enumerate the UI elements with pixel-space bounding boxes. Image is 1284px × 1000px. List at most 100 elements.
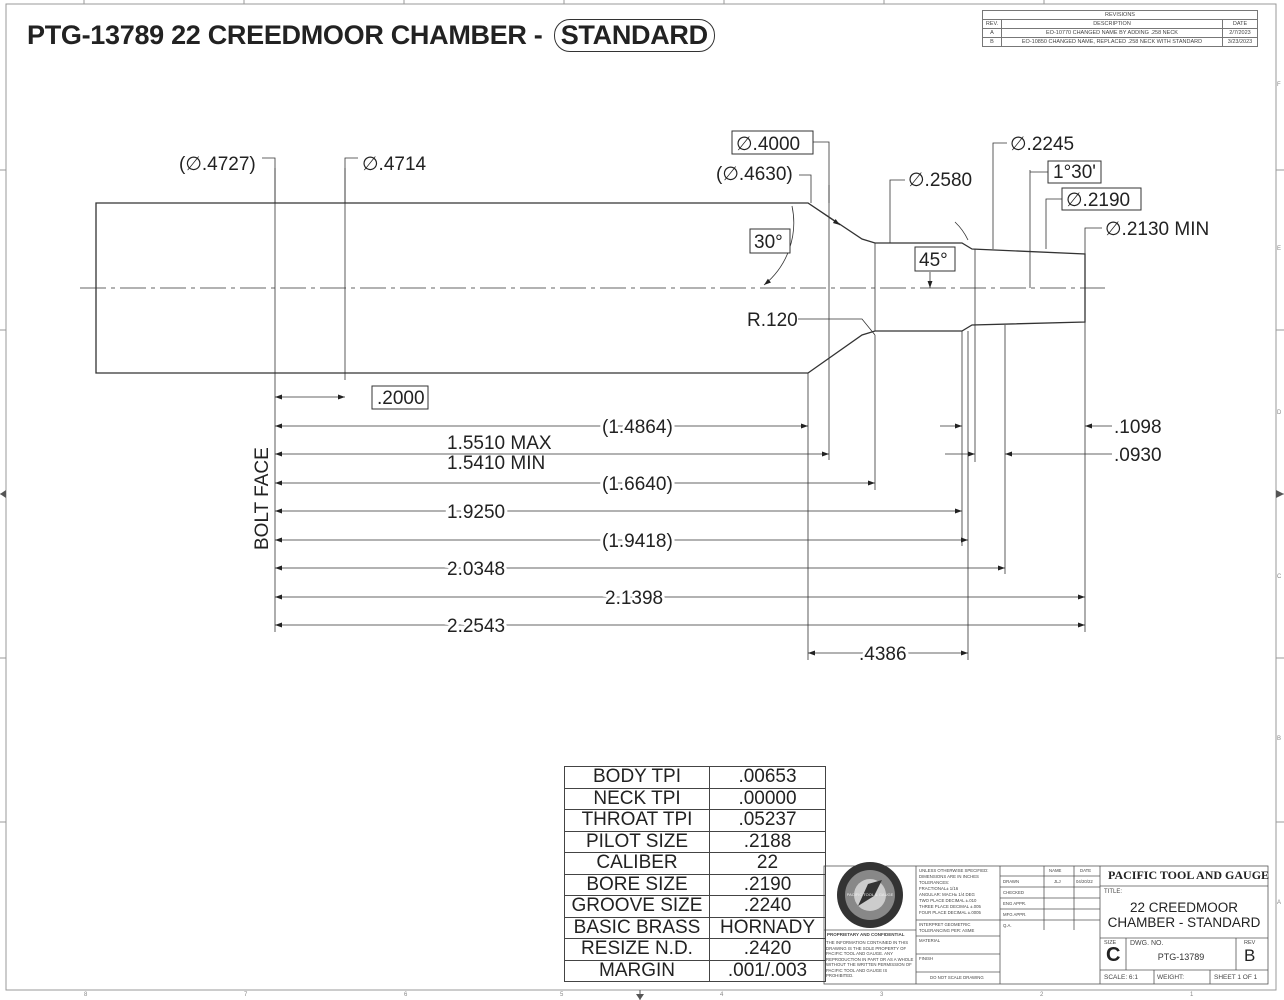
tolerance-line: FRACTIONAL± 1/16 xyxy=(919,886,959,891)
interpret-note: INTERPRET GEOMETRIC TOLERANCING PER: ASM… xyxy=(919,922,999,934)
tolerance-line: TWO PLACE DECIMAL ±.010 xyxy=(919,898,977,903)
tolerance-line: THREE PLACE DECIMAL ±.005 xyxy=(919,904,981,909)
border-col-label: 1 xyxy=(1190,992,1194,998)
spec-value: .00653 xyxy=(709,766,826,789)
interpret-text: INTERPRET GEOMETRIC TOLERANCING PER: ASM… xyxy=(919,922,975,933)
spec-value: .2188 xyxy=(709,830,826,853)
border-row-label: E xyxy=(1277,246,1281,252)
spec-value: .2240 xyxy=(709,895,826,918)
border-col-label: 6 xyxy=(404,992,408,998)
radius-label: R.120 xyxy=(747,310,798,331)
sheet-size: C xyxy=(1106,944,1121,966)
angle-shoulder: 30° xyxy=(754,232,783,253)
dim-len-max: 1.5510 MAX xyxy=(447,433,552,454)
confidential-line: DRAWING IS THE SOLE PROPERTY OF xyxy=(826,945,907,951)
weight-label: WEIGHT: xyxy=(1157,974,1185,981)
dim-dia-2190: ∅.2190 xyxy=(1066,190,1130,211)
border-row-label: A xyxy=(1277,900,1281,906)
spec-value: .001/.003 xyxy=(709,959,826,982)
border-col-label: 4 xyxy=(720,992,724,998)
company-logo xyxy=(837,862,903,928)
spec-row: THROAT TPI.05237 xyxy=(564,809,826,832)
approval-eng: ENG APPR. xyxy=(1003,901,1027,906)
dim-dia-2580: ∅.2580 xyxy=(908,170,972,191)
border-col-label: 7 xyxy=(244,992,248,998)
spec-label: THROAT TPI xyxy=(564,809,710,832)
approval-checked: CHECKED xyxy=(1003,890,1025,895)
sheet-label: SHEET 1 OF 1 xyxy=(1214,974,1258,981)
border-col-label: 2 xyxy=(1040,992,1044,998)
dim-dia-2245: ∅.2245 xyxy=(1010,134,1074,155)
spec-label: CALIBER xyxy=(564,852,710,875)
spec-label: RESIZE N.D. xyxy=(564,938,710,961)
dim-len-1-6640: (1.6640) xyxy=(602,474,673,495)
dim-len-0930: .0930 xyxy=(1114,445,1162,466)
title-line: CHAMBER - STANDARD xyxy=(1107,915,1261,930)
border-row-label: F xyxy=(1277,82,1281,88)
spec-value: .2420 xyxy=(709,938,826,961)
spec-row: MARGIN.001/.003 xyxy=(564,959,826,982)
confidential-line: REPRODUCTION IN PART OR AS A WHOLE xyxy=(826,956,914,962)
spec-value: .05237 xyxy=(709,809,826,832)
bolt-face-label: BOLT FACE xyxy=(252,447,273,550)
spec-row: BODY TPI.00653 xyxy=(564,766,826,789)
dim-len-1098: .1098 xyxy=(1114,417,1162,438)
confidential-notice: THE INFORMATION CONTAINED IN THIS DRAWIN… xyxy=(826,940,913,979)
angle-throat: 45° xyxy=(919,250,948,271)
drawing-title-variant: STANDARD xyxy=(553,19,715,52)
tolerance-notes: UNLESS OTHERWISE SPECIFIED: DIMENSIONS A… xyxy=(919,868,988,916)
revisions-table: REVISIONS REV. DESCRIPTION DATE A EO-107… xyxy=(982,10,1258,47)
dim-len-1-9250: 1.9250 xyxy=(447,502,505,523)
spec-label: BORE SIZE xyxy=(564,873,710,896)
finish-label: FINISH xyxy=(919,956,934,961)
drawn-date: 04/20/22 xyxy=(1076,879,1093,884)
approval-qa: Q.A. xyxy=(1003,923,1012,928)
dwg-no-label: DWG. NO. xyxy=(1130,940,1164,947)
tolerance-line: DIMENSIONS ARE IN INCHES xyxy=(919,874,979,879)
border-col-label: 8 xyxy=(84,992,88,998)
dim-dia-4630: (∅.4630) xyxy=(716,164,793,185)
dim-dia-4727: (∅.4727) xyxy=(179,154,256,175)
dim-dia-4714: ∅.4714 xyxy=(362,154,427,175)
drawing-title-block-title: 22 CREEDMOOR CHAMBER - STANDARD xyxy=(1100,900,1268,930)
tolerance-line: FOUR PLACE DECIMAL ±.0005 xyxy=(919,910,981,915)
date-header: DATE xyxy=(1080,868,1092,873)
revision-row: B EO-10850 CHANGED NAME, REPLACED .258 N… xyxy=(982,37,1258,47)
border-row-label: B xyxy=(1277,736,1281,742)
rev-label: REV xyxy=(1244,940,1256,946)
dim-len-2-2543: 2.2543 xyxy=(447,616,505,637)
dim-len-2-1398: 2.1398 xyxy=(605,588,663,609)
border-col-label: 3 xyxy=(880,992,884,998)
spec-value: .2190 xyxy=(709,873,826,896)
name-header: NAME xyxy=(1049,868,1062,873)
dwg-no: PTG-13789 xyxy=(1157,952,1205,962)
spec-row: GROOVE SIZE.2240 xyxy=(564,895,826,918)
chamber-profile xyxy=(80,202,1105,374)
spec-row: PILOT SIZE.2188 xyxy=(564,830,826,853)
spec-row: BORE SIZE.2190 xyxy=(564,873,826,896)
dim-dia-2130: ∅.2130 MIN xyxy=(1105,219,1209,240)
dim-len-2-0348: 2.0348 xyxy=(447,559,505,580)
dim-len-min: 1.5410 MIN xyxy=(447,453,545,474)
drawing-title: PTG-13789 22 CREEDMOOR CHAMBER - STANDAR… xyxy=(27,19,715,52)
border-row-label: C xyxy=(1277,574,1282,580)
dim-len-1-4864: (1.4864) xyxy=(602,417,673,438)
spec-value: 22 xyxy=(709,852,826,875)
scale-label: SCALE: 6:1 xyxy=(1104,974,1138,981)
title-label: TITLE: xyxy=(1104,889,1123,895)
confidential-line: PACIFIC TOOL AND GAUGE IS xyxy=(826,967,888,973)
logo-text: PACIFIC TOOL & GAUGE xyxy=(846,892,894,897)
spec-row: NECK TPI.00000 xyxy=(564,787,826,810)
specifications-table: BODY TPI.00653 NECK TPI.00000 THROAT TPI… xyxy=(564,766,826,982)
spec-value: .00000 xyxy=(709,787,826,810)
confidential-line: PROHIBITED. xyxy=(826,973,854,978)
dim-len-1-9418: (1.9418) xyxy=(602,531,673,552)
tolerance-line: ANGULAR: MACH± 1/4 DEG xyxy=(919,892,975,897)
spec-row: RESIZE N.D..2420 xyxy=(564,938,826,961)
no-scale-note: DO NOT SCALE DRAWING xyxy=(930,975,984,980)
approval-drawn: DRAWN xyxy=(1003,879,1020,884)
drawn-by: JLJ xyxy=(1054,879,1061,884)
